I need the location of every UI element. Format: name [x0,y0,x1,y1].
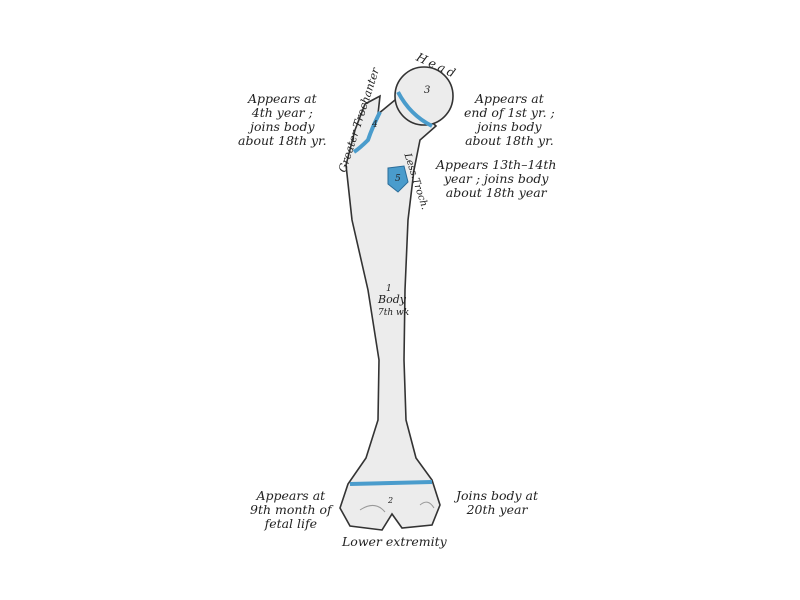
annotation-line: end of 1st yr. ; [464,105,555,120]
lower-epiphyseal-line [349,480,433,486]
annotation-line: year ; joins body [443,171,549,186]
head-epiphyseal-line [396,91,433,128]
annotation-lower-joins: Joins body at 20th year [456,489,538,517]
number-body: 1 [386,284,392,294]
number-greater-trochanter: 4 [372,120,378,130]
lesser-trochanter-epiphysis [387,165,409,193]
annotation-line: Appears at [256,488,326,503]
annotation-line: Appears at [247,91,317,106]
annotation-line: Joins body at [456,488,539,503]
annotation-line: fetal life [264,516,318,531]
number-lower: 2 [388,496,394,505]
label-body: Body [378,293,406,306]
annotation-line: about 18th year [445,185,547,200]
annotation-line: about 18th yr. [238,133,327,148]
annotation-line: 4th year ; [251,105,313,120]
condyle-shading [359,501,435,513]
label-lower-extremity: Lower extremity [342,534,447,549]
annotation-line: Appears 13th–14th [436,157,557,172]
annotation-greater-trochanter: Appears at 4th year ; joins body about 1… [238,92,327,148]
annotation-line: 9th month of [250,502,332,517]
annotation-line: 20th year [466,502,528,517]
annotation-line: joins body [477,119,542,134]
greater-trochanter-epiphyseal-line [352,111,382,154]
annotation-line: joins body [250,119,315,134]
number-lesser-trochanter: 5 [395,174,401,184]
annotation-head: Appears at end of 1st yr. ; joins body a… [464,92,555,148]
annotation-lesser-trochanter: Appears 13th–14th year ; joins body abou… [436,158,556,200]
annotation-line: about 18th yr. [465,133,554,148]
annotation-lower-appears: Appears at 9th month of fetal life [250,489,332,531]
number-head: 3 [424,85,431,96]
annotation-line: Appears at [475,91,544,106]
label-body-time: 7th wk [378,308,410,318]
